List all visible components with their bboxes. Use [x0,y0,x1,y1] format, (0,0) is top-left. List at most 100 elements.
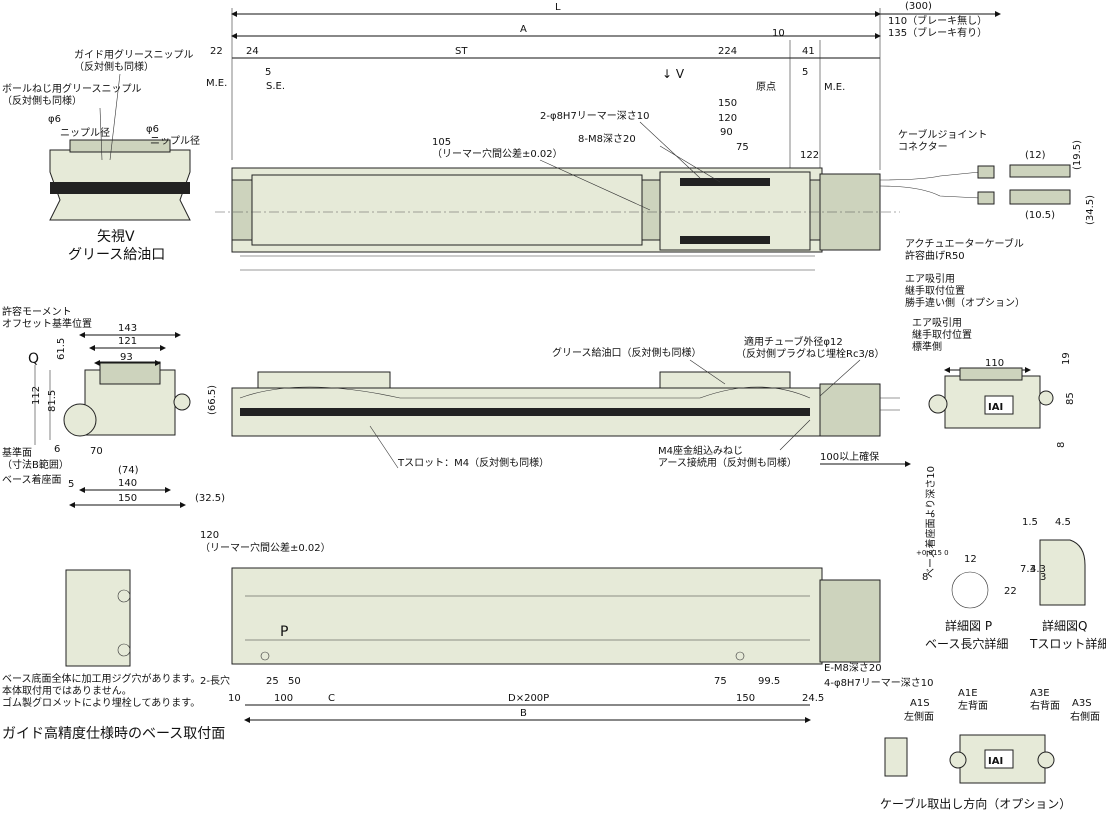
dim-140: 140 [118,478,137,489]
view-v: ガイド用グリースニップル （反対側も同様） ボールねじ用グリースニップル （反対… [2,48,200,263]
dim-8-end: 8 [1056,442,1067,448]
front-view: グリース給油口（反対側も同様） 適用チューブ外径φ12 （反対側プラグねじ埋栓R… [231,335,911,469]
dim-24: 24 [246,46,259,57]
a3e-label: 右背面 [1030,699,1060,712]
dim-24-5: 24.5 [802,693,824,704]
dim-224: 224 [718,46,737,57]
grease-port: グリース給油口（反対側も同様） [552,346,702,359]
callout-ball-nipple-1: ボールねじ用グリースニップル [2,82,142,95]
detail-p-title-2: ベース長穴詳細 [925,636,1008,651]
dim-121: 121 [118,336,137,347]
dim-22: 22 [210,46,223,57]
callout-cable-joint-1: ケーブルジョイント [898,128,987,141]
base-note-3: ゴム製グロメットにより埋栓してあります。 [2,696,200,709]
dim-B: B [520,708,527,719]
top-view: L (300) A 110（ブレーキ無し） 135（ブレーキ有り） 22 24 … [206,1,1096,271]
dim-5-side: 5 [68,479,74,490]
callout-reamer: 2-φ8H7リーマー深さ10 [540,110,650,122]
base-bottom-view: ベース底面全体に加工用ジグ穴があります。 本体取付用ではありません。 ゴム製グロ… [2,569,225,742]
callout-reamer-tol: （リーマー穴間公差±0.02） [432,147,563,160]
dim-50: 50 [288,676,301,687]
callout-act-cable-2: 許容曲げR50 [905,249,965,262]
reamer-tol-bottom: （リーマー穴間公差±0.02） [200,541,331,554]
callout-cable-joint-2: コネクター [898,141,948,153]
view-v-title-1: 矢視V [97,229,135,245]
a3s-code: A3S [1072,698,1092,709]
dim-70: 70 [90,446,103,457]
a3e-code: A3E [1030,688,1050,699]
air1-2: 継手取付位置 [905,284,965,297]
motor-front [819,383,881,437]
dim-66-5: (66.5) [207,385,218,415]
label-origin: 原点 [756,81,776,93]
detail-22: 22 [1004,586,1017,597]
dim-19-5: (19.5) [1072,140,1083,170]
dim-C: C [328,693,335,704]
dim-112: 112 [31,386,42,405]
dim-122-top: 122 [800,150,819,161]
detail-8: 8 [922,572,928,583]
actuator-body-bottom [231,567,823,665]
air1-1: エア吸引用 [905,273,955,285]
detail-q-title-1: 詳細図Q [1042,618,1087,633]
air1-3: 勝手違い側（オプション） [905,296,1025,309]
dim-34-5: (34.5) [1085,195,1096,225]
detail-q-title-2: Tスロット詳細 [1029,636,1106,651]
a1s-code: A1S [910,698,930,709]
base-note-1: ベース底面全体に加工用ジグ穴があります。 [2,672,201,685]
tslot-label: Tスロット：M4（反対側も同様） [397,456,549,469]
dim-61-5: 61.5 [56,338,67,360]
m4-2: アース接続用（反対側も同様） [658,456,797,469]
dim-143: 143 [118,323,137,334]
label-p: P [280,624,288,640]
callout-m8: 8-M8深さ20 [578,133,636,145]
dim-25: 25 [266,676,279,687]
label-q: Q [28,351,39,367]
detail-4-5: 4.5 [1055,517,1071,528]
dim-41: 41 [802,46,815,57]
iai-logo-cable: IAI [988,756,1003,767]
a1s-label: 左側面 [904,710,934,723]
dim-93: 93 [120,352,133,363]
dim-10-bottom: 10 [228,693,241,704]
callout-reamer4: 4-φ8H7リーマー深さ10 [824,677,934,689]
dim-19-end: 19 [1061,352,1072,365]
dim-150-side: 150 [118,493,137,504]
phi6-a: φ6 [48,114,61,125]
dim-85: 85 [1065,392,1076,405]
dim-81-5: 81.5 [47,390,58,412]
dim-300: (300) [905,1,932,12]
air2-1: エア吸引用 [912,317,962,329]
a1e-label: 左背面 [958,699,988,712]
callout-ball-nipple-2: （反対側も同様） [2,94,82,107]
dim-A: A [520,24,527,35]
iai-logo-end: IAI [988,402,1003,413]
dim-99-5: 99.5 [758,676,780,687]
dim-120-top: 120 [718,113,737,124]
dim-135: 135（ブレーキ有り） [888,26,987,39]
moment-1: 許容モーメント [2,305,72,318]
dim-10: 10 [772,28,785,39]
air2-3: 標準側 [912,340,942,353]
kijun-2: （寸法B範囲） [2,458,69,471]
detail-7-3: 7.3 [1020,564,1036,575]
callout-act-cable-1: アクチュエーターケーブル [905,237,1024,250]
side-view: 許容モーメント オフセット基準位置 143 121 93 Q 61.5 112 … [2,305,225,508]
dim-150-top: 150 [718,98,737,109]
dim-75-bottom: 75 [714,676,727,687]
a1e-code: A1E [958,688,978,699]
dim-ST: ST [455,46,468,57]
detail-3: 3 [1040,572,1046,583]
dim-90-top: 90 [720,127,733,138]
dim-L: L [555,2,561,13]
nipple-dia-a: ニップル径 [60,126,110,139]
dim-100-min: 100以上確保 [820,450,879,463]
dim-75-top: 75 [736,142,749,153]
cable-option-title: ケーブル取出し方向（オプション） [880,796,1071,811]
dim-6: 6 [54,444,60,455]
dim-150-bottom: 150 [736,693,755,704]
dim-100-bottom: 100 [274,693,293,704]
dim-5-right: 5 [802,67,808,78]
dim-120-bottom: 120 [200,530,219,541]
